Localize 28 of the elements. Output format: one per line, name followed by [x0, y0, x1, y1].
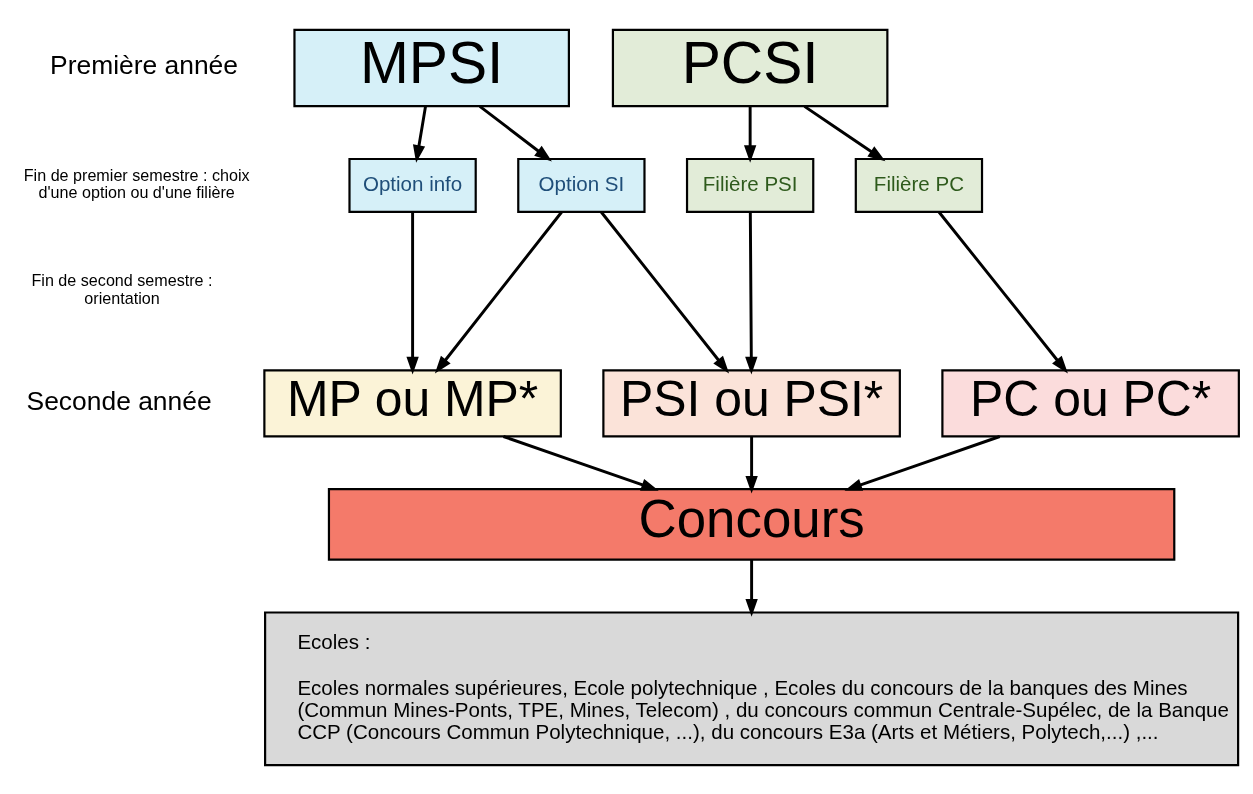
arrow	[937, 210, 1068, 373]
node-box: MP ou MP*	[263, 368, 562, 437]
node-box: PSI ou PSI*	[602, 368, 901, 437]
node-box: Ecoles : Ecoles normales supérieures, Ecole polytechnique , Ecoles du concours de la banques des Mines (Commun Mines-Ponts, TPE, Mines, Telecom) , du concours commun Centrale-Supélec, de la Banque CCP (Concours Commun Polytechnique, ...), du concours E3a (Arts et Métiers, Polytech,...) ,...	[264, 610, 1240, 766]
label: Fin de second semestre : orientation	[31, 270, 213, 307]
arrow	[478, 104, 552, 161]
node-box: Filière PSI	[685, 157, 815, 213]
arrow	[412, 105, 427, 163]
arrow	[434, 210, 563, 373]
node-box: Filière PC	[854, 157, 984, 213]
arrow	[600, 210, 730, 373]
arrow	[745, 436, 758, 494]
node-box: Option info	[348, 157, 477, 213]
arrow	[844, 434, 1001, 491]
arrow	[745, 559, 758, 617]
arrow	[743, 105, 757, 163]
node-box: MPSI	[293, 28, 570, 107]
label: Fin de premier semestre : choix d'une option ou d'une filière	[23, 165, 250, 201]
arrow	[502, 434, 659, 491]
label: Seconde année	[26, 385, 212, 416]
label: Première année	[50, 49, 238, 80]
node-box: Concours	[327, 487, 1176, 561]
arrow	[406, 211, 419, 374]
node-box: PC ou PC*	[941, 368, 1240, 437]
node-box: Option SI	[517, 157, 646, 213]
node-box: PCSI	[611, 28, 889, 107]
arrow	[803, 104, 886, 161]
arrow	[745, 211, 758, 374]
